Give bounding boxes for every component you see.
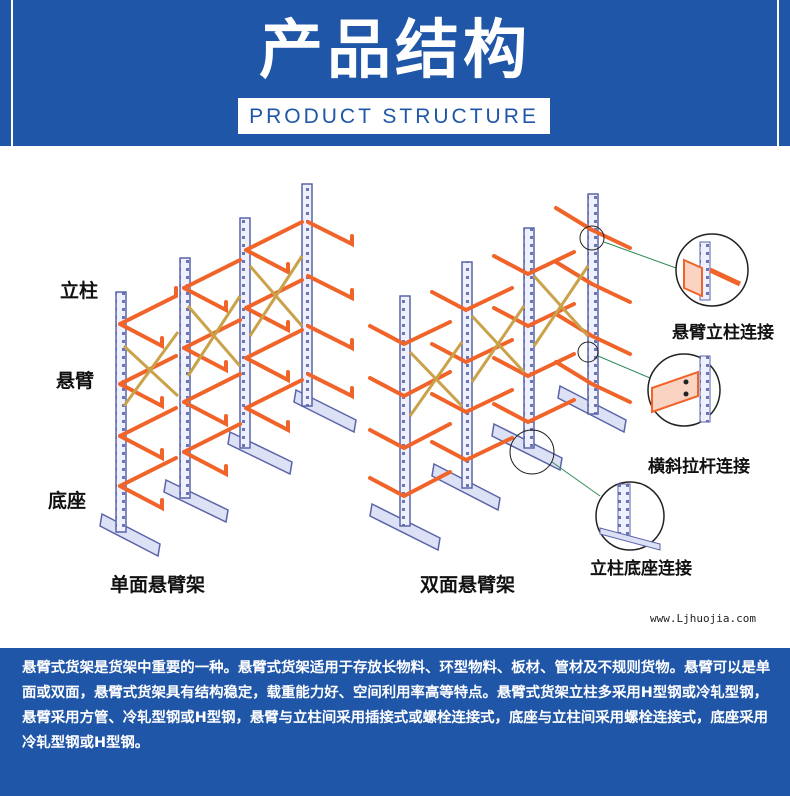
header-banner: 产品结构 PRODUCT STRUCTURE: [0, 0, 790, 146]
rack-structure-diagram: 立柱 悬臂 底座 单面悬臂架 双面悬臂架 悬臂立柱连接 横斜拉杆连接 立柱底座连…: [0, 146, 790, 640]
label-brace-connection: 横斜拉杆连接: [648, 457, 750, 477]
label-column: 立柱: [60, 280, 99, 302]
label-arm: 悬臂: [56, 370, 95, 392]
label-arm-column-connection: 悬臂立柱连接: [672, 323, 774, 343]
description-text: 悬臂式货架是货架中重要的一种。悬臂式货架适用于存放长物料、环型物料、板材、管材及…: [22, 660, 771, 751]
header-frame: [11, 0, 779, 146]
subtitle-box: PRODUCT STRUCTURE: [238, 98, 550, 134]
page-subtitle: PRODUCT STRUCTURE: [249, 105, 539, 128]
cross-braces: [122, 255, 304, 407]
label-base: 底座: [48, 490, 87, 512]
caption-double-sided: 双面悬臂架: [420, 574, 516, 596]
rack-illustration: [99, 183, 749, 558]
detail-view-arm-column: [675, 233, 749, 307]
arms: [368, 206, 632, 498]
cross-braces: [408, 265, 590, 417]
label-column-base-connection: 立柱底座连接: [590, 559, 692, 579]
page-title: 产品结构: [259, 14, 531, 88]
columns: [399, 193, 599, 527]
columns: [115, 183, 313, 533]
single-sided-rack: [99, 183, 357, 558]
website-url: www.Ljhuojia.com: [650, 612, 756, 625]
caption-single-sided: 单面悬臂架: [110, 574, 206, 596]
arms: [118, 220, 354, 512]
double-sided-rack: [368, 193, 632, 552]
detail-view-column-base: [595, 481, 665, 551]
description-panel: 悬臂式货架是货架中重要的一种。悬臂式货架适用于存放长物料、环型物料、板材、管材及…: [0, 648, 790, 796]
detail-callouts: [509, 225, 677, 497]
detail-view-brace: [647, 353, 721, 427]
